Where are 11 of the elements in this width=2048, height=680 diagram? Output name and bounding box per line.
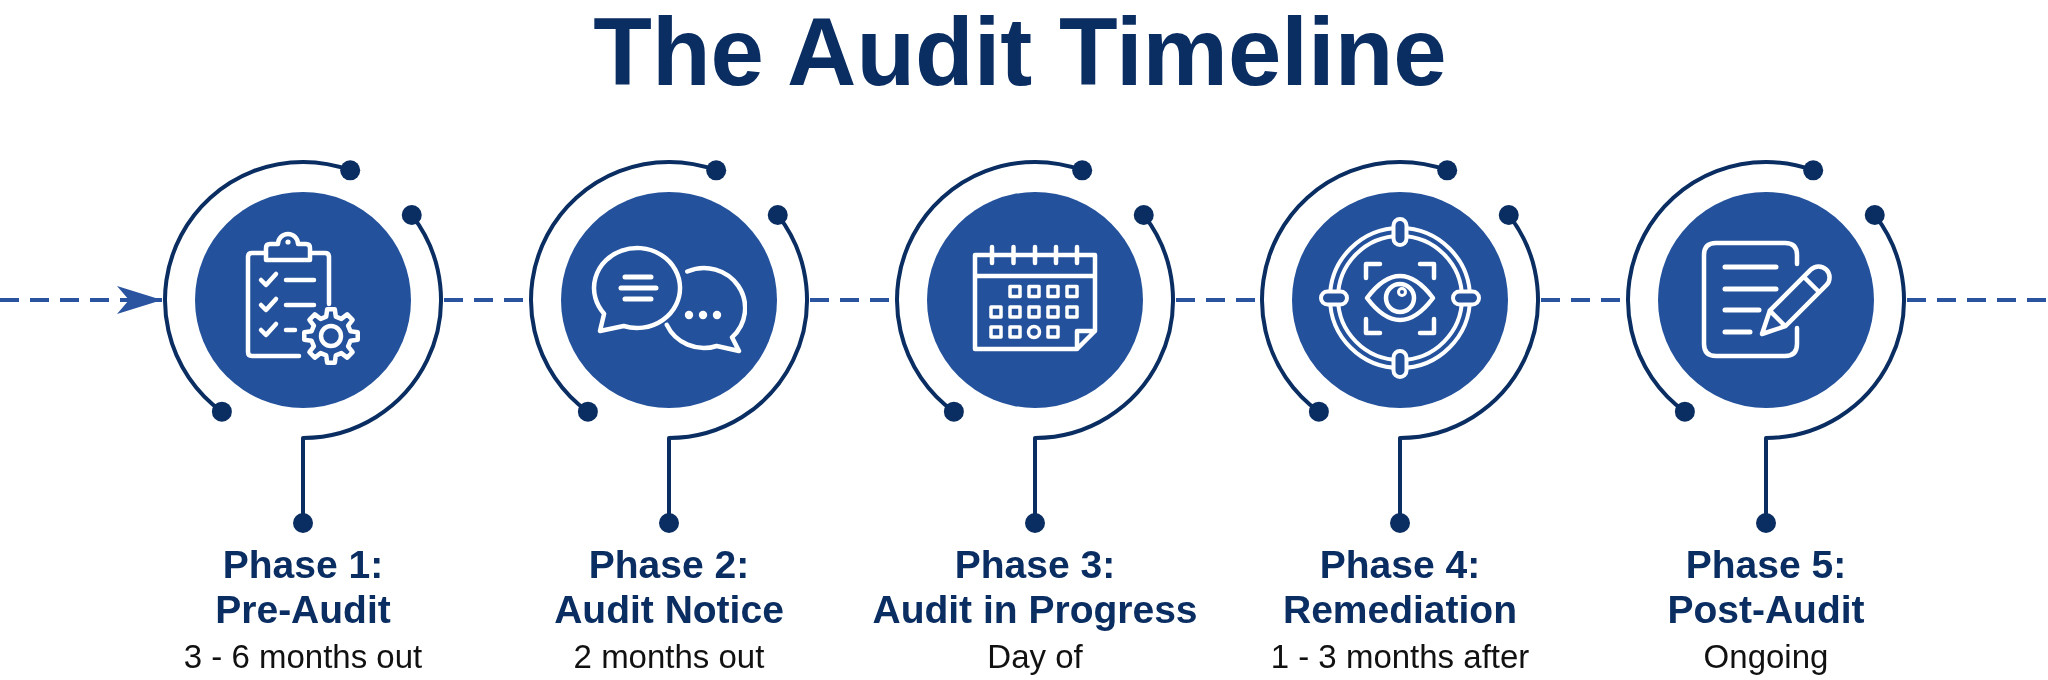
phase-timing: Day of bbox=[987, 638, 1083, 676]
diagram-title: The Audit Timeline bbox=[593, 4, 1447, 100]
phase-heading: Phase 3: Audit in Progress bbox=[872, 542, 1198, 632]
phase-heading: Phase 5: Post-Audit bbox=[1667, 542, 1865, 632]
phase-timing: 2 months out bbox=[573, 638, 765, 676]
phase-timing: 1 - 3 months after bbox=[1270, 638, 1530, 676]
phase-heading: Phase 4: Remediation bbox=[1283, 542, 1517, 632]
phase-heading: Phase 2: Audit Notice bbox=[554, 542, 784, 632]
phase-timing: Ongoing bbox=[1703, 638, 1829, 676]
phase-timing: 3 - 6 months out bbox=[183, 638, 423, 676]
phase-heading: Phase 1: Pre-Audit bbox=[215, 542, 391, 632]
